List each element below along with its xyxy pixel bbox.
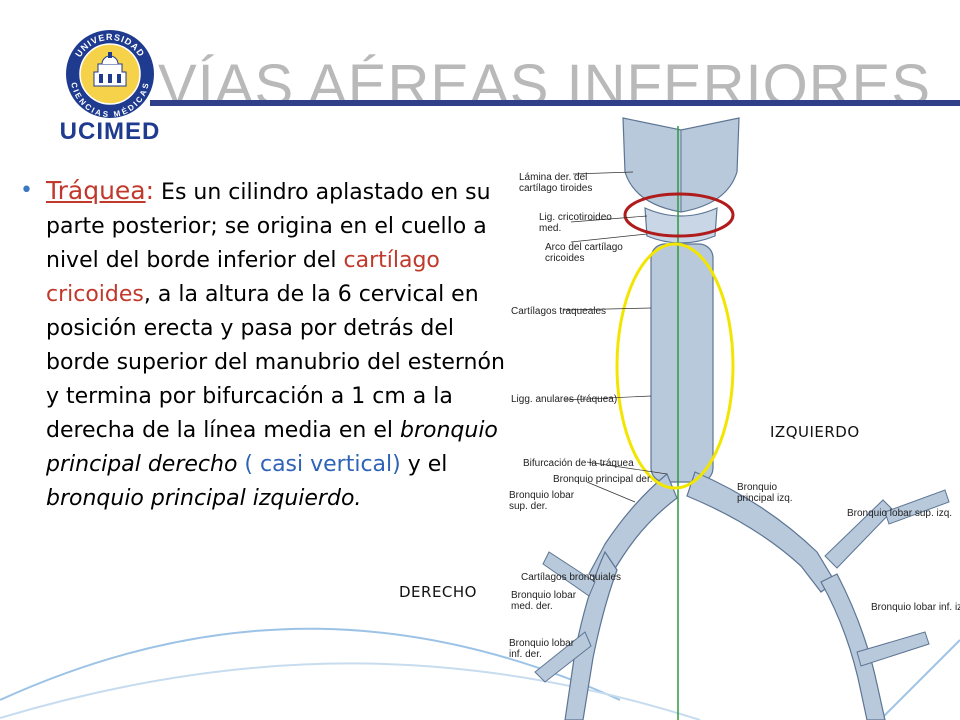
trachea-illustration: Lámina der. del cartílago tiroides Lig. … [399,112,960,720]
label-cartilagos-bronquiales: Cartílagos bronquiales [521,572,622,583]
side-label-derecho: DERECHO [399,583,477,601]
label-bronquio-lobar-sup-der: Bronquio lobar sup. der. [509,490,575,512]
label-arco-cricoides: Arco del cartílago cricoides [545,242,623,264]
keyword-traquea: Tráquea [46,176,146,205]
title-underline-bar [150,100,960,106]
label-ligg-anulares: Ligg. anulares (tráquea) [511,394,618,405]
term-bronquio-derecho: bronquio principal derecho [46,418,498,477]
term-cartilago-cricoides: cartílago cricoides [46,248,440,307]
label-lamina-tiroides: Lámina der. del cartílago tiroides [519,172,593,194]
label-cartilagos-traqueales: Cartílagos traqueales [511,306,607,317]
cricoid-highlight-ellipse [623,192,735,238]
side-label-izquierdo: IZQUIERDO [770,423,860,441]
slide-title: VÍAS AÉREAS INFERIORES [158,53,931,118]
logo-wordmark: UCIMED [59,118,161,145]
label-bronquio-lobar-inf-der: Bronquio lobar inf. der. [509,638,575,660]
label-bronquio-lobar-sup-izq: Bronquio lobar sup. izq. [847,508,953,519]
label-bronquio-principal-der: Bronquio principal der. [553,474,653,485]
text-segment-2: , a la altura de la 6 cervical en posici… [46,282,505,443]
note-casi-vertical: ( casi vertical) [244,452,401,477]
label-bronquio-lobar-med-der: Bronquio lobar med. der. [511,590,577,612]
university-logo: UNIVERSIDAD CIENCIAS MÉDICAS UCIMED [40,28,180,148]
text-segment-4: y el [400,452,448,477]
seal-icon: UNIVERSIDAD CIENCIAS MÉDICAS [66,30,154,119]
trachea-highlight-ellipse [615,242,735,490]
label-bifurcacion: Bifurcación de la tráquea [523,458,634,469]
bullet-paragraph: • Tráquea: Es un cilindro aplastado en s… [20,174,510,516]
label-bronquio-principal-izq: Bronquio principal izq. [737,482,793,504]
trachea-drawing [534,117,950,720]
trachea-rings [650,243,714,483]
bullet-dot-icon: • [20,178,33,203]
keyword-colon: : [145,176,155,205]
term-bronquio-izquierdo: bronquio principal izquierdo. [46,486,362,511]
text-segment-1: Es un cilindro aplastado en su parte pos… [46,180,491,273]
label-bronquio-lobar-inf-izq: Bronquio lobar inf. izq. [871,602,960,613]
label-lig-cricotiroideo: Lig. cricotiroideo med. [539,212,612,234]
